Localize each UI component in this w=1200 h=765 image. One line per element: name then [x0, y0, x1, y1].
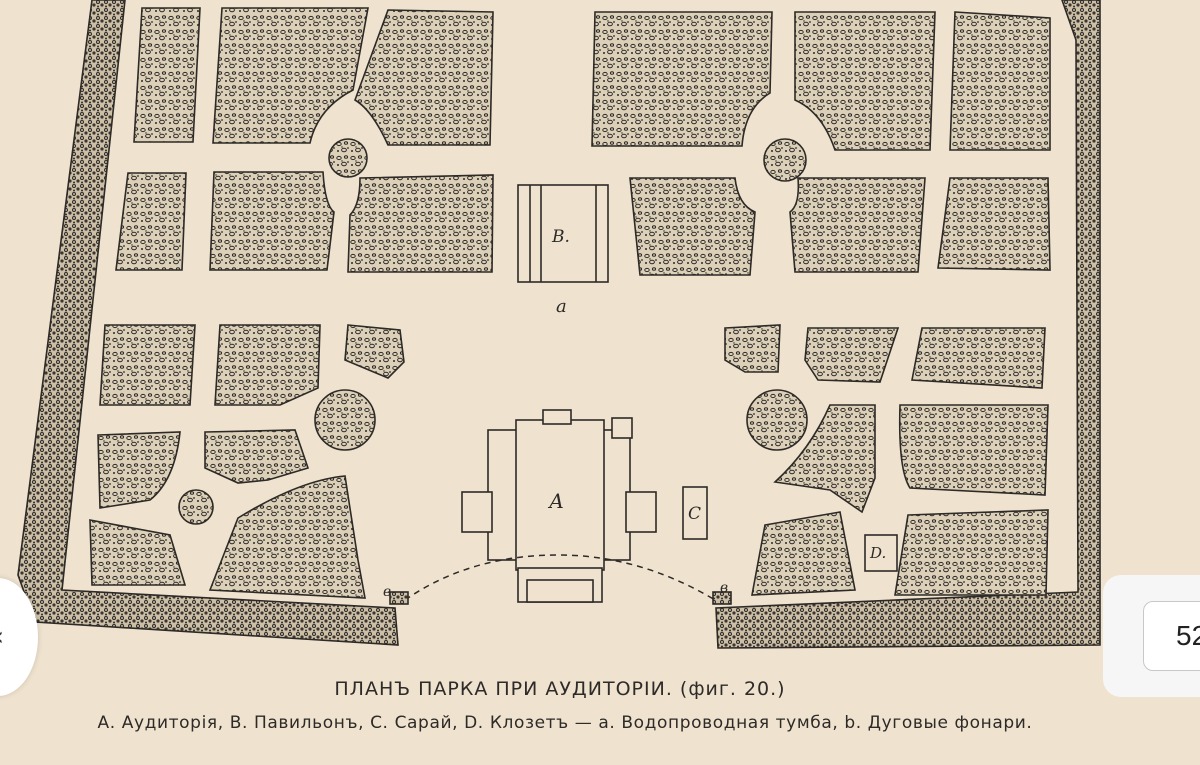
beds-top-right [591, 11, 1051, 276]
park-plan: В. а А С D. в в [17, 0, 1101, 649]
label-a-auditorium: А [547, 489, 564, 513]
label-b-lamp-left: в [383, 584, 391, 600]
figure-title: ПЛАНЪ ПАРКА ПРИ АУДИТОРІИ. (фиг. 20.) [334, 678, 786, 700]
label-d: D. [869, 544, 886, 562]
label-a-hydrant: а [556, 296, 567, 317]
buildings [461, 184, 898, 603]
label-c: С [688, 504, 701, 524]
shed-c [682, 486, 708, 540]
figure-legend: А. Аудиторія, В. Павильонъ, С. Сарай, D.… [97, 713, 1033, 733]
closet-d [864, 534, 898, 572]
label-b: В. [551, 227, 570, 247]
label-b-lamp-right: в [720, 580, 728, 596]
beds-bottom-right [724, 324, 1049, 596]
lamp-left [389, 591, 409, 605]
chevron-left-icon: ‹ [0, 622, 4, 652]
beds-bottom-left [89, 324, 405, 599]
lamp-right [712, 591, 732, 605]
pavilion-b [517, 184, 609, 283]
entrance-arc [404, 554, 716, 601]
beds-top-left [115, 7, 494, 273]
auditorium-a [461, 409, 657, 603]
page-number-input[interactable]: 52 [1143, 601, 1200, 671]
outer-hedge [17, 0, 1101, 649]
